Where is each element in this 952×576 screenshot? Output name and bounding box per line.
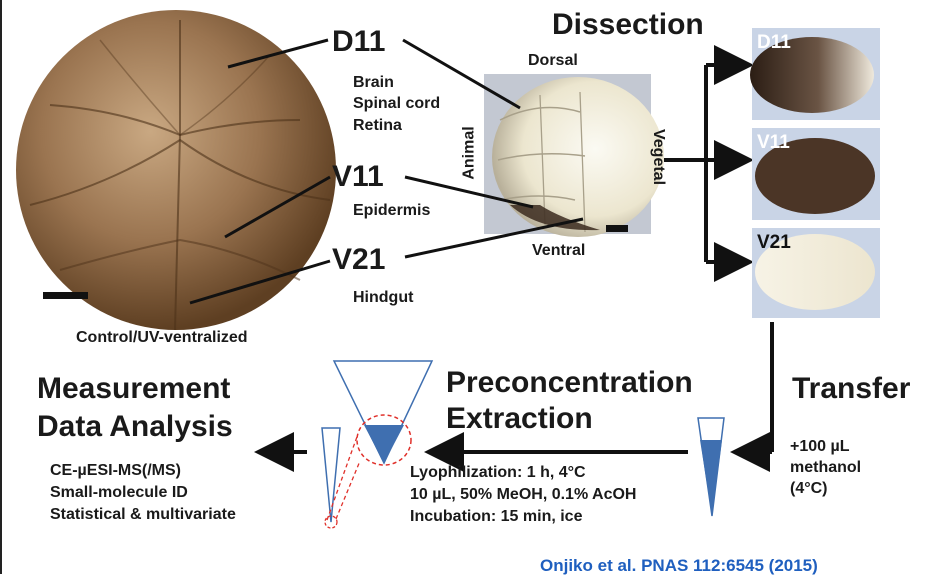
orientation-ventral: Ventral: [532, 242, 585, 260]
embryo-side-photo: [484, 74, 664, 237]
extraction-step-1: Lyophilization: 1 h, 4°C: [410, 462, 586, 483]
transfer-detail-1: +100 µL: [790, 436, 849, 457]
transfer-detail-2: methanol: [790, 457, 861, 478]
orientation-dorsal: Dorsal: [528, 52, 578, 70]
orientation-animal: Animal: [461, 126, 479, 179]
extraction-title-2: Extraction: [446, 402, 593, 436]
fate-d11-3: Retina: [353, 115, 402, 136]
scale-bar-large: [43, 292, 88, 299]
panel-label-v11: V11: [757, 132, 790, 154]
fate-v21: Hindgut: [353, 287, 413, 308]
fate-d11-1: Brain: [353, 72, 394, 93]
label-v21: V21: [332, 243, 385, 277]
transfer-detail-3: (4°C): [790, 478, 828, 499]
transfer-arrow: [738, 322, 772, 452]
dissection-arrows: [664, 65, 746, 262]
label-v11: V11: [332, 160, 384, 194]
fate-d11-2: Spinal cord: [353, 93, 440, 114]
panel-label-d11: D11: [757, 32, 791, 54]
extraction-title-1: Preconcentration: [446, 366, 693, 400]
extraction-step-2: 10 µL, 50% MeOH, 0.1% AcOH: [410, 484, 636, 505]
citation-link[interactable]: Onjiko et al. PNAS 112:6545 (2015): [540, 556, 818, 576]
scale-bar-small: [606, 225, 628, 232]
measurement-item-3: Statistical & multivariate: [50, 504, 236, 525]
measurement-title-1: Measurement: [37, 372, 230, 406]
transfer-title: Transfer: [792, 372, 910, 406]
orientation-vegetal: Vegetal: [649, 129, 667, 185]
extraction-step-3: Incubation: 15 min, ice: [410, 506, 582, 527]
panel-label-v21: V21: [757, 232, 791, 254]
embryo-photo: [16, 10, 336, 330]
fate-v11: Epidermis: [353, 200, 430, 221]
measurement-item-2: Small-molecule ID: [50, 482, 188, 503]
measurement-item-1: CE-µESI-MS(/MS): [50, 460, 181, 481]
label-d11: D11: [332, 25, 385, 59]
transfer-vial-icon: [698, 418, 724, 516]
embryo-caption: Control/UV-ventralized: [76, 327, 248, 348]
measurement-title-2: Data Analysis: [37, 410, 233, 444]
dissection-title: Dissection: [552, 8, 704, 42]
